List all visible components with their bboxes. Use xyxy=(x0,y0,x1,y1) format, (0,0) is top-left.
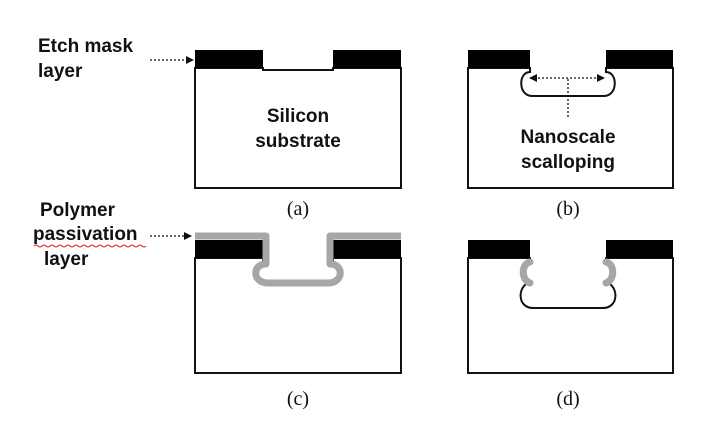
sidewall-passivation-right xyxy=(602,258,617,287)
panel-d: (d) xyxy=(467,240,674,410)
silicon-label: Silicon xyxy=(267,106,329,127)
panel-a: Silicon substrate (a) xyxy=(194,50,402,220)
caption-a: (a) xyxy=(287,198,309,220)
panel-a-mask-left xyxy=(195,50,263,68)
substrate-label: substrate xyxy=(255,131,341,152)
panel-d-mask-right xyxy=(606,240,673,258)
passivation-label: passivation xyxy=(33,224,138,245)
polymer-layer-label: layer xyxy=(44,249,89,270)
spellcheck-underline xyxy=(33,244,147,248)
etch-mask-label: Etch mask xyxy=(38,36,133,57)
panel-c-mask-left xyxy=(195,240,263,258)
caption-b: (b) xyxy=(556,198,579,220)
scalloping-label: scalloping xyxy=(521,152,615,173)
polymer-passivation-coating xyxy=(195,232,401,287)
panel-a-substrate xyxy=(194,67,402,189)
panel-b-substrate-with-scallop xyxy=(467,67,674,189)
nanoscale-label: Nanoscale xyxy=(520,127,615,148)
caption-c: (c) xyxy=(287,388,309,410)
polymer-label: Polymer xyxy=(40,200,116,221)
caption-d: (d) xyxy=(556,388,579,410)
panel-c-mask-right xyxy=(333,240,401,258)
panel-b-mask-left xyxy=(468,50,530,68)
panel-d-mask-left xyxy=(468,240,530,258)
panel-b-mask-right xyxy=(606,50,673,68)
sidewall-passivation-left xyxy=(519,258,534,287)
panel-c-substrate xyxy=(194,257,402,374)
panel-d-substrate xyxy=(467,257,674,374)
panel-a-mask-right xyxy=(333,50,401,68)
etch-mask-layer-label: layer xyxy=(38,61,83,82)
panel-b: Nanoscale scalloping (b) xyxy=(467,50,674,220)
panel-c: (c) xyxy=(194,232,402,410)
